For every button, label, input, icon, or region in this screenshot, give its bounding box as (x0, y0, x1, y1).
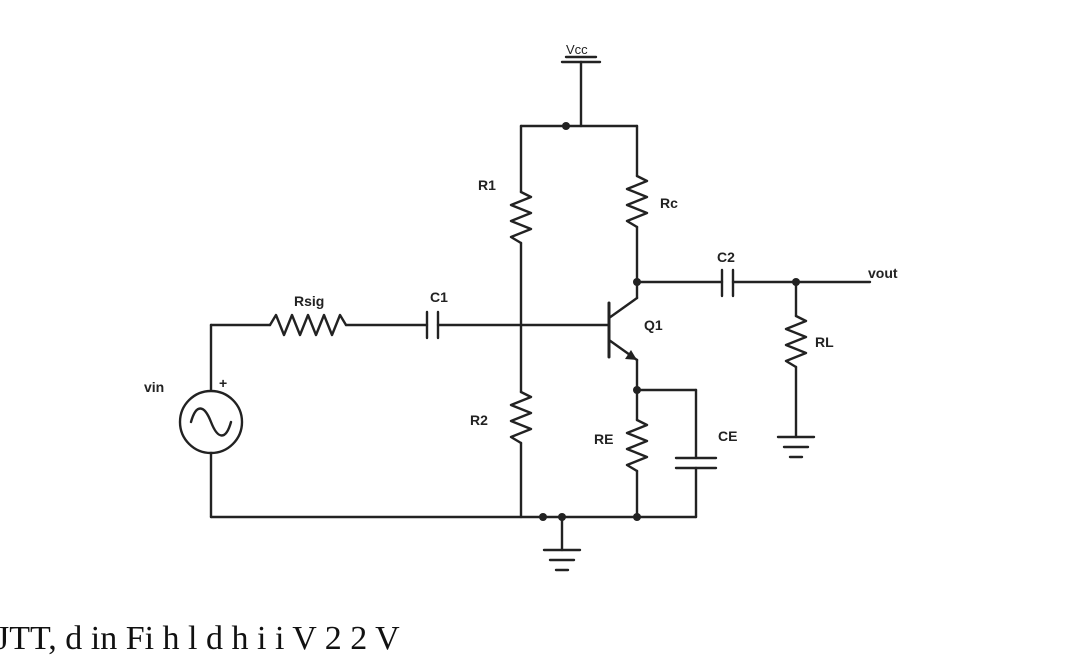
junction-ground-c (633, 513, 641, 521)
rl-ground-icon (776, 435, 816, 459)
junction-top (562, 122, 570, 130)
rsig-label: Rsig (294, 293, 324, 309)
q1-transistor (607, 280, 639, 392)
cropped-bottom-text: JTT, d in Fi h l d h i i V 2 2 V (0, 620, 400, 657)
vcc-supply (560, 60, 602, 128)
main-ground-icon (542, 515, 582, 572)
q1-label: Q1 (644, 317, 663, 333)
c1-label: C1 (430, 289, 448, 305)
r2-label: R2 (470, 412, 488, 428)
vin-plus-sign: + (219, 375, 227, 391)
r1-label: R1 (478, 177, 496, 193)
input-wire-left (209, 323, 272, 392)
junction-ground-a (539, 513, 547, 521)
c1-capacitor (425, 310, 611, 340)
rsig-resistor (268, 313, 429, 337)
r2-resistor (509, 323, 533, 519)
rl-label: RL (815, 334, 834, 350)
ce-capacitor (635, 388, 718, 519)
vcc-label: Vcc (566, 42, 588, 57)
ce-label: CE (718, 428, 737, 444)
r1-resistor (509, 124, 533, 327)
rc-resistor (625, 124, 649, 284)
vin-label: vin (144, 379, 164, 395)
c2-capacitor (635, 268, 872, 298)
re-resistor (625, 388, 649, 519)
re-label: RE (594, 431, 613, 447)
rl-resistor (784, 280, 808, 439)
c2-label: C2 (717, 249, 735, 265)
cropped-top-text: ꞌ ꞌ ꞌꞌ ꞌ ꞌ ꞌ ꞌ (0, 0, 98, 14)
vout-label: vout (868, 265, 898, 281)
rc-label: Rc (660, 195, 678, 211)
ac-source-icon (178, 389, 244, 519)
